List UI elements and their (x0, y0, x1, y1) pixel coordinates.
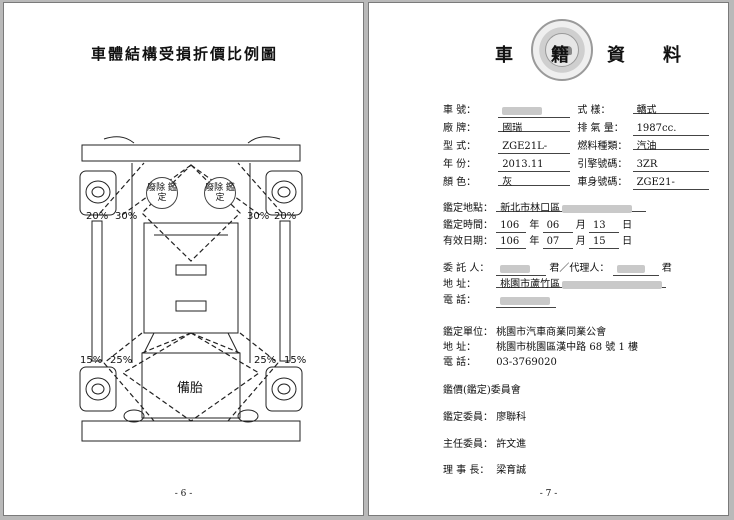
row-appraisal-time: 鑑定時間： 106 年 06 月 13 日 (443, 220, 633, 233)
spare-tire-label: 備胎 (177, 381, 204, 396)
row-client-phone: 電 話： (443, 291, 557, 308)
row-client: 委 託 人： 君／代理人： 君 (443, 263, 672, 276)
row-chief: 主任委員： 許文進 (443, 439, 527, 450)
row-valid-date: 有效日期： 106 年 07 月 15 日 (443, 236, 633, 249)
page-left: 車體結構受損折價比例圖 (3, 2, 364, 516)
pct-front-left-outer: 20% (86, 211, 109, 222)
right-stamp: 廢除 鑑定 (204, 177, 236, 209)
row-color: 顏 色： 灰 車身號碼： ZGE21- (443, 173, 709, 190)
row-plate: 車 號： 式 樣： 轎式 (443, 101, 709, 118)
car-damage-diagram (79, 136, 303, 442)
page-right: 車籍資料 車 號： 式 樣： 轎式 廠 牌： 國瑞 排 氣 量： 1987cc.… (368, 2, 729, 516)
page-number-left: - 6 - (174, 489, 193, 499)
row-model: 型 式： ZGE21L- 燃料種類： 汽油 (443, 137, 709, 154)
row-brand: 廠 牌： 國瑞 排 氣 量： 1987cc. (443, 119, 709, 136)
row-client-address: 地 址： 桃園市蘆竹區 (443, 275, 667, 290)
row-appraisal-place: 鑑定地點： 新北市林口區 (443, 199, 647, 214)
pct-front-right-outer: 20% (274, 211, 297, 222)
row-year: 年 份： 2013.11 引擎號碼： 3ZR (443, 155, 709, 172)
pct-front-left-inner: 30% (115, 211, 138, 222)
pct-rear-right-inner: 25% (254, 355, 277, 366)
pct-front-right-inner: 30% (247, 211, 270, 222)
seal-car-icon (545, 33, 579, 67)
row-org-address: 地 址： 桃園市桃園區漢中路 68 號 1 樓 (443, 342, 638, 353)
diagram-title: 車體結構受損折價比例圖 (90, 45, 278, 63)
row-member: 鑑定委員： 廖聯科 (443, 412, 527, 423)
row-org-unit: 鑑定單位： 桃園市汽車商業同業公會 (443, 327, 607, 338)
left-stamp: 廢除 鑑定 (146, 177, 178, 209)
page-number-right: - 7 - (539, 489, 558, 499)
pct-rear-left-inner: 25% (110, 355, 133, 366)
association-seal (531, 19, 593, 81)
pct-rear-left-outer: 15% (80, 355, 103, 366)
pct-rear-right-outer: 15% (284, 355, 307, 366)
row-org-phone: 電 話： 03-3769020 (443, 357, 557, 368)
row-chair: 理 事 長： 梁育誠 (443, 465, 527, 476)
committee-heading: 鑑價(鑑定)委員會 (443, 385, 521, 396)
vehicle-data-title: 車籍資料 (495, 45, 683, 66)
